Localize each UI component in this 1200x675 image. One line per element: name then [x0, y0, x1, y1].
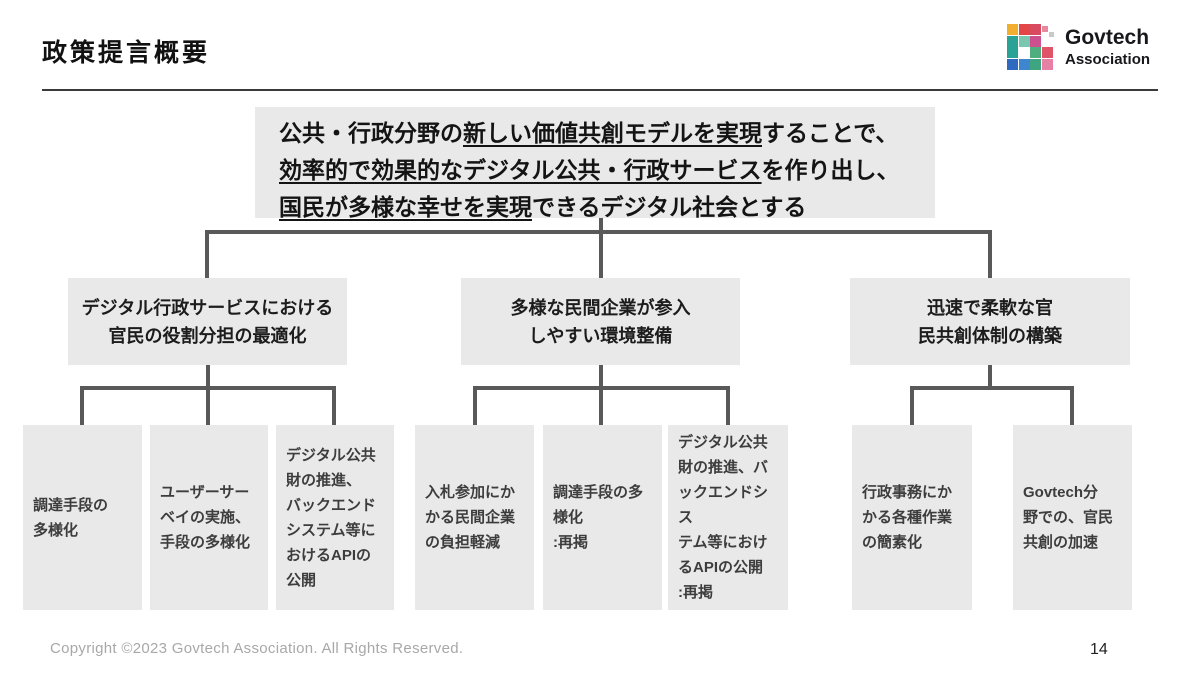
pillar-box-2: 多様な民間企業が参入 しやすい環境整備 — [461, 278, 740, 365]
leaf-box-user-survey: ユーザーサー ベイの実施、 手段の多様化 — [150, 425, 268, 610]
leaf-box-procurement-repeat: 調達手段の多 様化 :再掲 — [543, 425, 662, 610]
logo-tile — [1049, 32, 1054, 37]
logo-tile — [1018, 58, 1030, 70]
page-title: 政策提言概要 — [42, 39, 211, 67]
logo-tile — [1007, 24, 1018, 35]
connector-drop-a2 — [206, 365, 210, 425]
connector-stub-group-c — [988, 365, 992, 390]
connector-drop-b2 — [599, 365, 603, 425]
leaf-box-govtech-cocreation: Govtech分 野での、官民 共創の加速 — [1013, 425, 1132, 610]
govtech-logo-icon — [1007, 24, 1054, 70]
logo-tile — [1007, 47, 1018, 58]
logo-tile — [1007, 35, 1018, 47]
connector-drop-pillar-b — [599, 218, 603, 278]
logo-tile — [1042, 26, 1048, 32]
logo-tile — [1007, 58, 1018, 70]
leaf-box-bidding-burden: 入札参加にか かる民間企業 の負担軽減 — [415, 425, 534, 610]
logo-tile — [1018, 24, 1030, 35]
vision-line-1: 公共・行政分野の新しい価値共創モデルを実現することで、 — [279, 120, 899, 146]
vision-box: 公共・行政分野の新しい価値共創モデルを実現することで、 効率的で効果的なデジタル… — [255, 107, 935, 220]
logo-tile — [1030, 58, 1041, 70]
leaf-box-digital-public-goods-api: デジタル公共 財の推進、 バックエンド システム等に おけるAPIの 公開 — [276, 425, 394, 610]
logo-tile — [1030, 47, 1041, 58]
vision-line-2: 効率的で効果的なデジタル公共・行政サービスを作り出し、 — [279, 157, 900, 183]
pillar-box-1: デジタル行政サービスにおける 官民の役割分担の最適化 — [68, 278, 347, 365]
connector-drop-a1 — [80, 386, 84, 425]
header-divider — [42, 89, 1158, 91]
logo-tile — [1018, 35, 1030, 47]
connector-vision-bus — [205, 230, 992, 234]
logo-tile — [1041, 58, 1053, 70]
connector-drop-b3 — [726, 386, 730, 425]
govtech-logo-text: Govtech Association — [1065, 27, 1150, 67]
pillar-box-3: 迅速で柔軟な官 民共創体制の構築 — [850, 278, 1130, 365]
leaf-box-procurement-diversify: 調達手段の 多様化 — [23, 425, 142, 610]
connector-drop-a3 — [332, 386, 336, 425]
connector-bus-group-c — [910, 386, 1074, 390]
govtech-logo: Govtech Association — [1007, 24, 1150, 70]
connector-drop-c2 — [1070, 386, 1074, 425]
logo-name: Govtech — [1065, 26, 1150, 49]
logo-subname: Association — [1065, 51, 1151, 68]
connector-drop-pillar-c — [988, 230, 992, 278]
connector-drop-c1 — [910, 386, 914, 425]
vision-line-3: 国民が多様な幸せを実現できるデジタル社会とする — [279, 194, 807, 220]
leaf-box-admin-simplify: 行政事務にか かる各種作業 の簡素化 — [852, 425, 972, 610]
logo-tile — [1041, 47, 1053, 58]
page-number: 14 — [1090, 641, 1108, 658]
connector-drop-pillar-a — [205, 230, 209, 278]
logo-tile — [1030, 35, 1041, 47]
logo-tile — [1030, 24, 1041, 35]
leaf-box-api-repeat: デジタル公共 財の推進、バ ックエンドシス テム等におけ るAPIの公開 :再掲 — [668, 425, 788, 610]
connector-drop-b1 — [473, 386, 477, 425]
copyright-text: Copyright ©2023 Govtech Association. All… — [50, 640, 464, 657]
